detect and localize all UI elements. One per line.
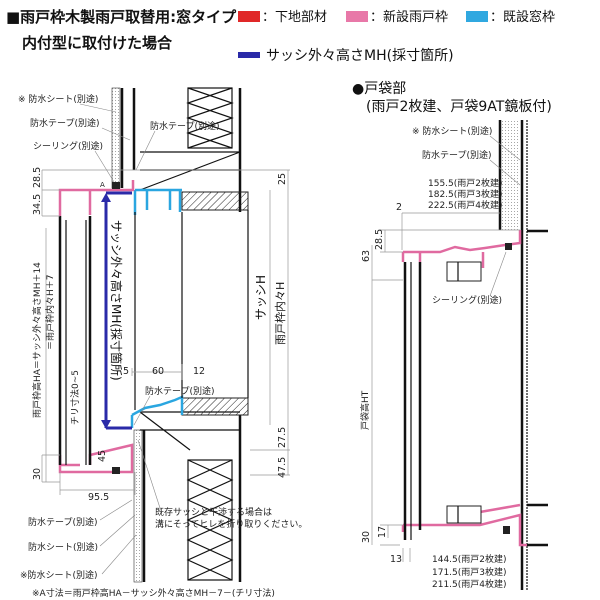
right-new-frame-bottom bbox=[401, 503, 527, 547]
measure-arrow-up bbox=[101, 193, 111, 202]
dim-95-5: 95.5 bbox=[88, 492, 109, 503]
wall-upper-sheathing bbox=[111, 87, 121, 189]
label-waterproof-tape-bottom: 防水テープ(別途) bbox=[28, 516, 97, 528]
right-sealing-block bbox=[505, 243, 512, 250]
label-frame-ha: 雨戸枠高HA＝サッシ外々高さMH＋14 bbox=[31, 262, 43, 418]
sealing-block-bottom bbox=[112, 467, 120, 474]
legend-swatch-new-frame bbox=[346, 11, 368, 22]
legend-label-new-frame: ：新設雨戸枠 bbox=[370, 9, 448, 25]
right-wall-sheathing bbox=[500, 120, 520, 230]
label-a-mark: A bbox=[100, 181, 105, 189]
label-waterproof-tape-top-left: 防水テープ(別途) bbox=[30, 117, 99, 129]
dim-25: 25 bbox=[277, 173, 288, 185]
label-sealing: シーリング(別途) bbox=[33, 140, 103, 152]
right-dim-17: 17 bbox=[377, 526, 388, 538]
dim-5: 5 bbox=[123, 366, 129, 377]
label-interference-note-1: 既存サッシと干渉する場合は bbox=[155, 506, 272, 518]
right-dim-2: 2 bbox=[396, 202, 402, 213]
right-dim-30: 30 bbox=[361, 531, 372, 543]
legend: ：下地部材 ：新設雨戸枠 ：既設窓枠 サッシ外々高さMH(採寸箇所) bbox=[238, 9, 555, 64]
wall-lower-sheathing bbox=[133, 429, 143, 583]
label-waterproof-sheet-bottom: 防水シート(別途) bbox=[28, 541, 98, 553]
label-waterproof-tape-top-center: 防水テープ(別途) bbox=[150, 120, 219, 132]
title-line1: ■雨戸枠木製雨戸取替用:窓タイプ bbox=[6, 8, 237, 26]
right-top-width-3: 182.5(雨戸3枚建) bbox=[428, 188, 503, 200]
right-bottom-width-2: 144.5(雨戸2枚建) bbox=[432, 553, 507, 565]
right-label-waterproof-sheet-note: ※ 防水シート(別途) bbox=[412, 125, 492, 137]
right-screws bbox=[527, 229, 548, 547]
right-sealing-block-bottom bbox=[503, 526, 510, 534]
right-title: ●戸袋部 bbox=[352, 81, 406, 97]
right-top-width-4: 222.5(雨戸4枚建) bbox=[428, 199, 503, 211]
right-dim-13: 13 bbox=[390, 554, 402, 565]
dim-60: 60 bbox=[152, 366, 164, 377]
dim-12: 12 bbox=[193, 366, 205, 377]
dim-28-5: 28.5 bbox=[32, 167, 43, 188]
right-hardware-bottom bbox=[446, 505, 482, 524]
label-waterproof-tape-bottom-center: 防水テープ(別途) bbox=[145, 385, 214, 397]
new-frame-sill bbox=[58, 443, 134, 474]
right-bottom-width-3: 171.5(雨戸3枚建) bbox=[432, 566, 507, 578]
dim-34-5: 34.5 bbox=[32, 194, 43, 215]
right-dim-63: 63 bbox=[361, 250, 372, 262]
label-chiri: チリ寸法0~5 bbox=[69, 370, 81, 425]
right-label-sealing: シーリング(別途) bbox=[432, 294, 502, 306]
dim-27-5: 27.5 bbox=[277, 427, 288, 448]
existing-head-wood bbox=[181, 191, 249, 211]
label-frame-ha2: ＝雨戸枠内々H＋7 bbox=[44, 275, 56, 351]
title-line2: 内付型に取付けた場合 bbox=[22, 34, 173, 52]
legend-label-existing-frame: ：既設窓枠 bbox=[490, 9, 555, 25]
right-label-waterproof-tape: 防水テープ(別途) bbox=[422, 149, 491, 161]
right-dim-28-5: 28.5 bbox=[374, 229, 385, 250]
footnote-a-dimension: ※A寸法＝雨戸枠高HA－サッシ外々高さMH－7－(チリ寸法) bbox=[32, 587, 275, 599]
existing-frame-head bbox=[133, 188, 182, 215]
right-bottom-width-4: 211.5(雨戸4枚建) bbox=[432, 578, 507, 590]
label-measure-vertical: サッシ外々高さMH(採寸箇所) bbox=[109, 220, 124, 381]
legend-swatch-measure bbox=[238, 52, 260, 58]
legend-label-base: ：下地部材 bbox=[262, 10, 327, 25]
new-frame-head bbox=[58, 180, 135, 216]
label-interference-note-2: 溝にそってヒレを折り取りください。 bbox=[155, 518, 307, 530]
right-hardware-top bbox=[446, 261, 482, 282]
dim-45: 45 bbox=[97, 450, 108, 462]
sealing-block-top bbox=[112, 182, 120, 189]
measure-arrow-down bbox=[101, 420, 111, 429]
dim-30: 30 bbox=[32, 468, 43, 480]
existing-sill-wood bbox=[181, 397, 249, 416]
right-label-height-ht: 戸袋高HT bbox=[359, 390, 371, 430]
right-section: ●戸袋部 (雨戸2枚建、戸袋9AT鏡板付) ※ 防水シート(別途) 防水テープ(… bbox=[352, 81, 552, 590]
insulation-lower bbox=[186, 459, 234, 581]
label-inner-h: 雨戸枠内々H bbox=[273, 282, 287, 345]
dim-47-5: 47.5 bbox=[277, 457, 288, 478]
label-waterproof-sheet-note-top: ※ 防水シート(別途) bbox=[18, 93, 98, 105]
insulation-upper bbox=[186, 87, 234, 149]
legend-label-measure: サッシ外々高さMH(採寸箇所) bbox=[266, 47, 454, 64]
label-sash-h: サッシH bbox=[254, 275, 268, 320]
right-subtitle: (雨戸2枚建、戸袋9AT鏡板付) bbox=[366, 99, 552, 115]
legend-swatch-base bbox=[238, 11, 260, 22]
label-waterproof-sheet-note-bottom: ※防水シート(別途) bbox=[20, 569, 98, 581]
right-new-frame-top bbox=[401, 230, 522, 268]
legend-swatch-existing-frame bbox=[466, 11, 488, 22]
right-top-width-2: 155.5(雨戸2枚建) bbox=[428, 177, 503, 189]
left-section: ※ 防水シート(別途) 防水テープ(別途) 防水テープ(別途) シーリング(別途… bbox=[18, 87, 307, 599]
